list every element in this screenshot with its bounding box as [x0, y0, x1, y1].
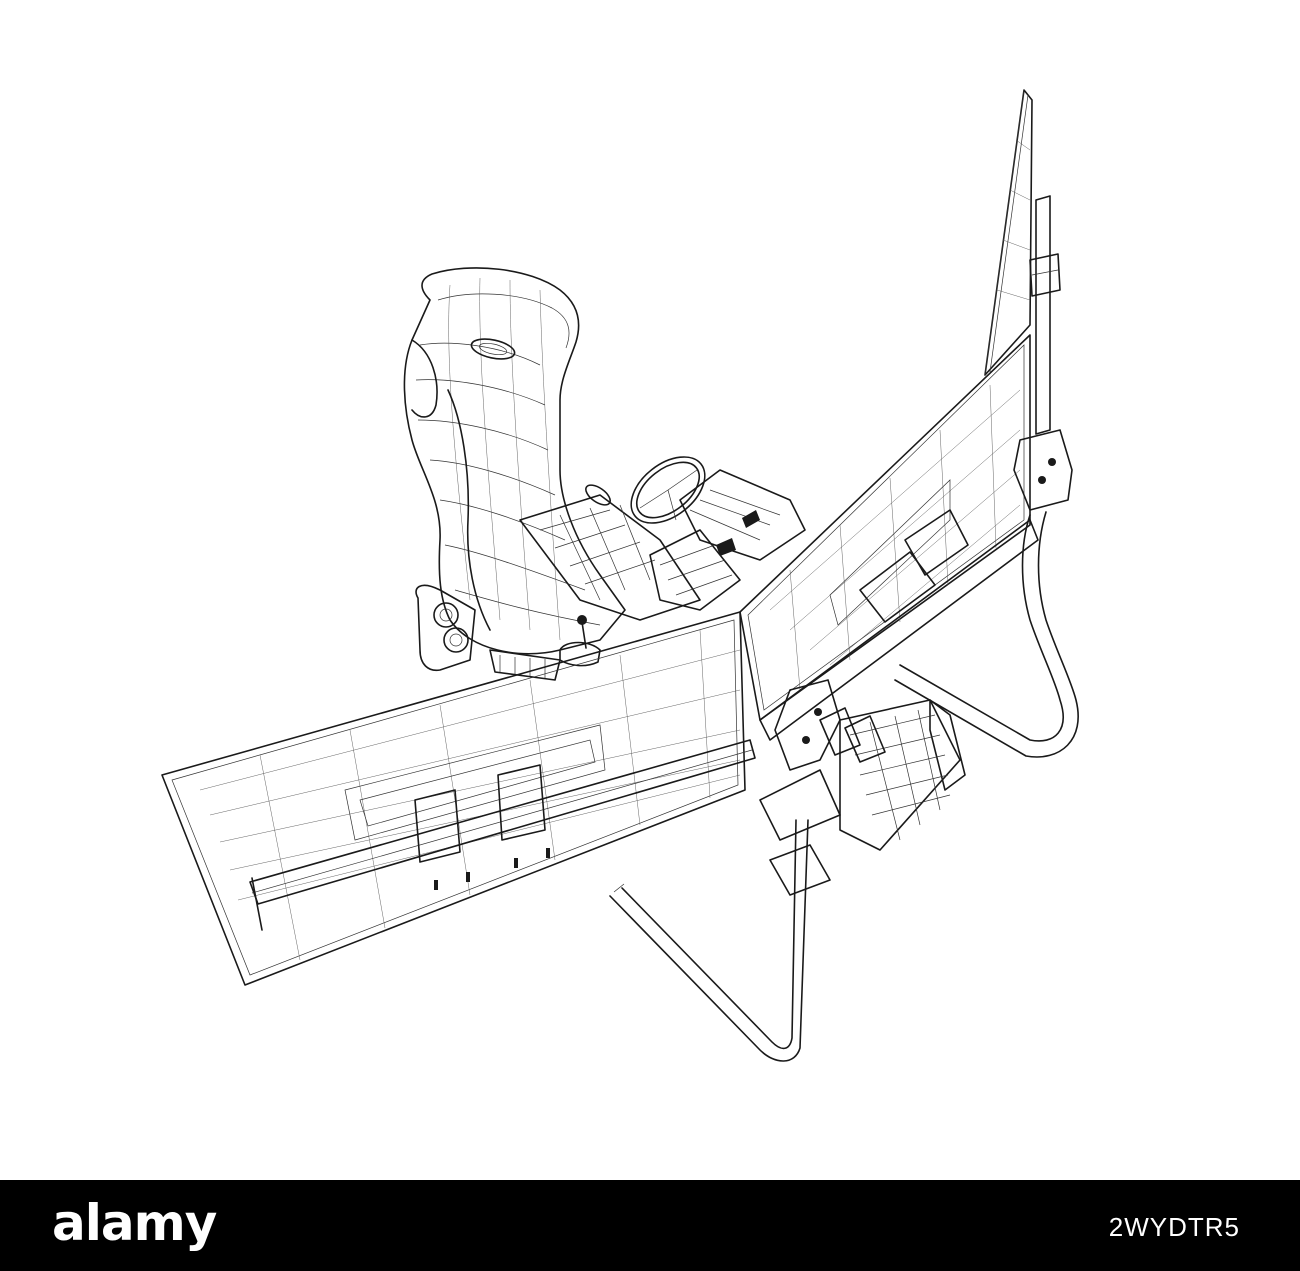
image-id-label: 2WYDTR5 [1108, 1212, 1240, 1242]
left-monitor [161, 611, 756, 986]
pedal-box [759, 699, 966, 896]
floor-tube-frame [609, 511, 1079, 1062]
steering-wheel [630, 456, 806, 611]
right-monitor [984, 89, 1033, 376]
brand-logo: alamy [52, 1194, 217, 1252]
stock-footer-bar: alamy 2WYDTR5 [0, 1180, 1300, 1271]
wireframe-illustration [161, 89, 1079, 1062]
center-monitor [739, 334, 1031, 721]
gear-shifter [489, 615, 601, 681]
monitor-arm-frame [759, 195, 1073, 771]
racing-seat [403, 267, 701, 672]
